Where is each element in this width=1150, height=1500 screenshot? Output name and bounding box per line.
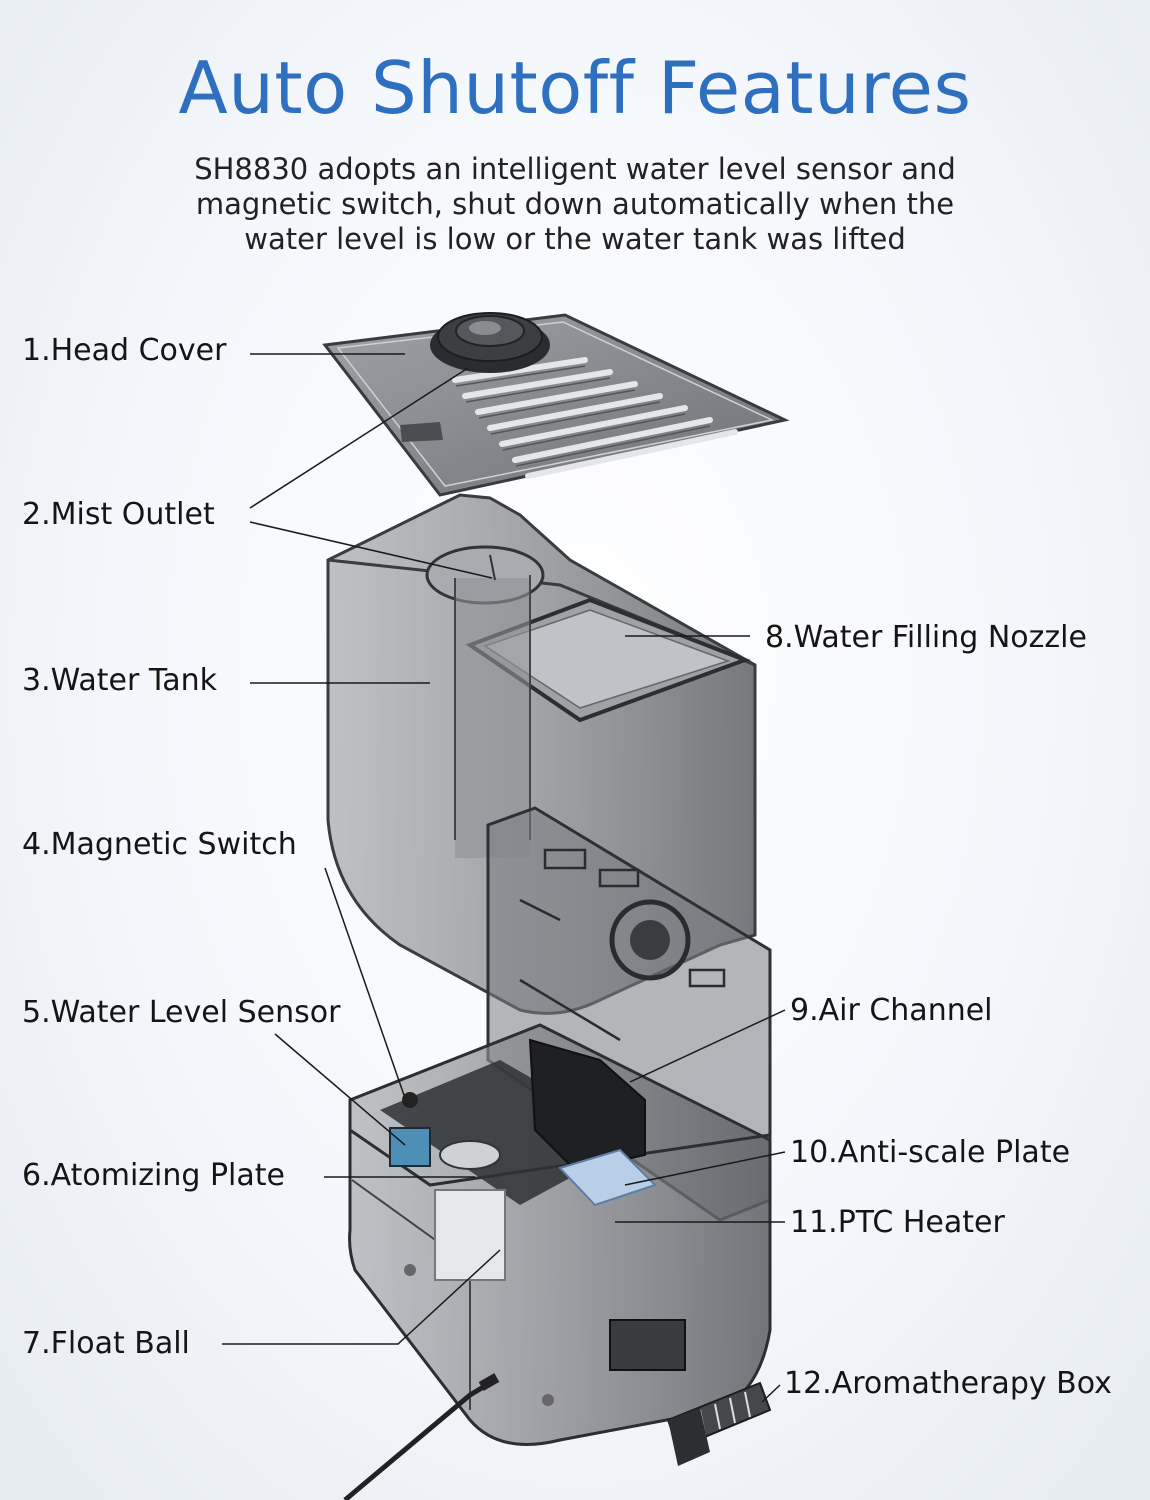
aromatherapy-box-part [666,1381,772,1466]
page-title: Auto Shutoff Features [178,46,972,130]
label-magnetic-switch: 4.Magnetic Switch [22,827,297,862]
base-part [348,1023,772,1446]
leader-air-channel [629,1009,786,1083]
label-aromatherapy-box: 12.Aromatherapy Box [784,1366,1112,1401]
leader-lines [222,353,786,1403]
leader-float-ball [222,1249,501,1345]
label-water-filling-nozzle: 8.Water Filling Nozzle [765,620,1087,655]
subtitle-line: magnetic switch, shut down automatically… [195,187,955,221]
subtitle-line: SH8830 adopts an intelligent water level… [194,152,956,186]
leader-magnetic-switch [324,867,406,1099]
leader-mist-outlet-a [249,367,469,509]
power-cable [343,1373,500,1500]
label-atomizing-plate: 6.Atomizing Plate [22,1158,285,1193]
leader-water-level-sensor [274,1033,406,1146]
subtitle-line: water level is low or the water tank was… [244,222,906,256]
leader-mist-outlet-b [249,521,493,579]
label-water-level-sensor: 5.Water Level Sensor [22,995,341,1030]
leader-anti-scale-plate [624,1151,786,1186]
label-float-ball: 7.Float Ball [22,1326,190,1361]
leader-aromatherapy-box [761,1384,781,1403]
label-head-cover: 1.Head Cover [22,333,227,368]
label-water-tank: 3.Water Tank [22,663,217,698]
label-anti-scale-plate: 10.Anti-scale Plate [790,1135,1071,1170]
label-ptc-heater: 11.PTC Heater [790,1205,1005,1240]
page-subtitle: SH8830 adopts an intelligent water level… [95,152,1055,257]
head-cover-part [322,312,790,497]
label-air-channel: 9.Air Channel [790,993,993,1028]
label-mist-outlet: 2.Mist Outlet [22,497,215,532]
